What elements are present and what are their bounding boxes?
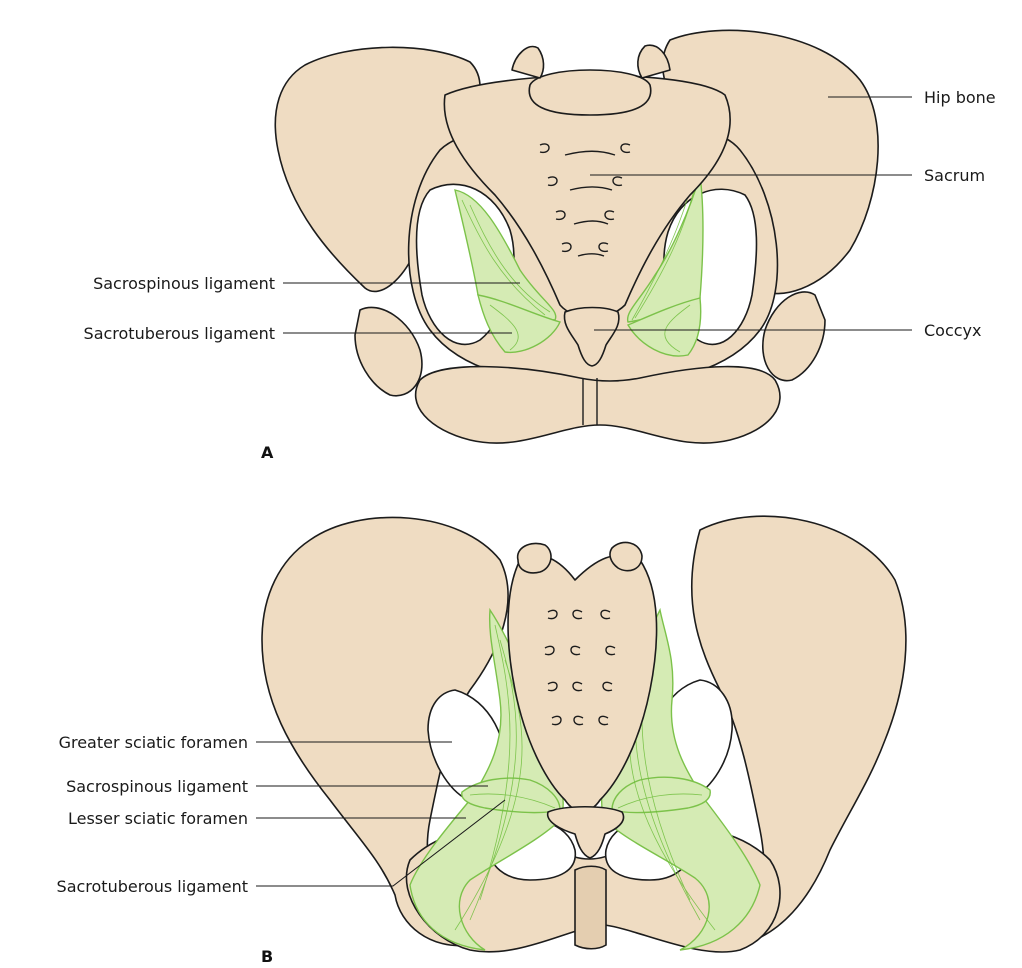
label-sacrospinous-b: Sacrospinous ligament: [66, 777, 248, 796]
label-sacrum: Sacrum: [924, 166, 985, 185]
label-lesser-sciatic-foramen: Lesser sciatic foramen: [68, 809, 248, 828]
label-greater-sciatic-foramen: Greater sciatic foramen: [59, 733, 248, 752]
panel-a-illustration: [275, 30, 878, 443]
panel-b-letter: B: [261, 947, 273, 966]
label-sacrospinous-a: Sacrospinous ligament: [93, 274, 275, 293]
label-sacrotuberous-a: Sacrotuberous ligament: [84, 324, 275, 343]
panel-a-left-ala-tip: [512, 47, 544, 78]
panel-b-symphysis: [575, 866, 606, 949]
panel-a-left-ischium: [355, 307, 422, 395]
panel-b-left-sacral-facet: [518, 543, 551, 572]
label-coccyx: Coccyx: [924, 321, 982, 340]
label-hip-bone: Hip bone: [924, 88, 996, 107]
panel-a-letter: A: [261, 443, 274, 462]
label-sacrotuberous-b: Sacrotuberous ligament: [57, 877, 248, 896]
panel-b-illustration: [262, 516, 906, 952]
panel-a-sacral-promontory: [529, 70, 651, 115]
